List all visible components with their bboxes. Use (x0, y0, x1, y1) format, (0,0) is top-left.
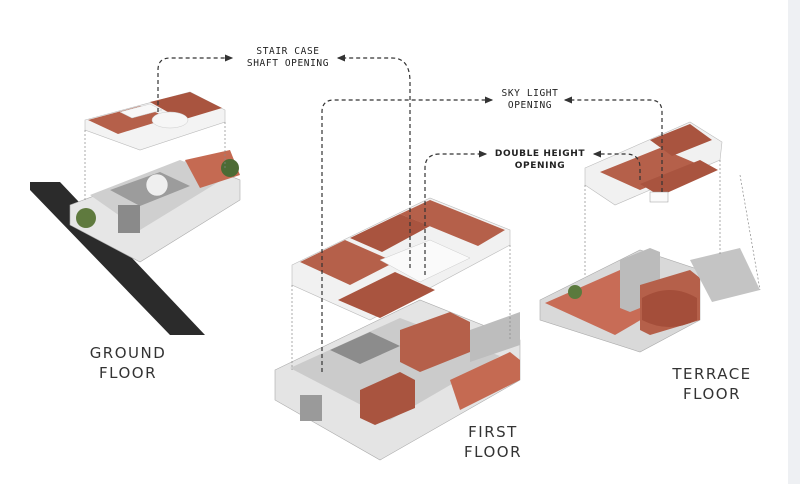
stair-case-callout: STAIR CASE SHAFT OPENING (240, 46, 336, 70)
double-height-leader-first (424, 150, 488, 275)
label-line: TERRACE (672, 365, 752, 383)
ground-floor-model (69, 91, 241, 263)
label-line: FLOOR (683, 385, 741, 403)
double-height-callout: DOUBLE HEIGHT OPENING (490, 148, 590, 172)
sky-light-leader-first (321, 96, 494, 372)
terrace-floor-label: TERRACE FLOOR (662, 364, 762, 404)
callout-line: OPENING (514, 161, 566, 171)
page-edge (788, 0, 800, 484)
callout-line: OPENING (507, 100, 553, 111)
stair-case-leader (157, 54, 234, 112)
callout-line: DOUBLE HEIGHT (494, 149, 586, 159)
label-line: FIRST (468, 423, 518, 441)
first-floor-label: FIRST FLOOR (448, 422, 538, 462)
terrace-floor-model (539, 121, 761, 353)
stair-case-leader-first (336, 54, 411, 268)
leader-lines (157, 54, 663, 372)
first-floor-model (274, 197, 521, 461)
sky-light-leader-terrace (563, 96, 663, 192)
ground-floor-label: GROUND FLOOR (78, 343, 178, 383)
double-height-leader-terrace (592, 150, 641, 180)
sky-light-callout: SKY LIGHT OPENING (496, 88, 564, 112)
callout-line: STAIR CASE (256, 46, 320, 57)
label-line: GROUND (89, 344, 167, 362)
callout-line: SHAFT OPENING (246, 58, 330, 69)
callout-line: SKY LIGHT (501, 88, 559, 99)
label-line: FLOOR (99, 364, 157, 382)
label-line: FLOOR (464, 443, 522, 461)
